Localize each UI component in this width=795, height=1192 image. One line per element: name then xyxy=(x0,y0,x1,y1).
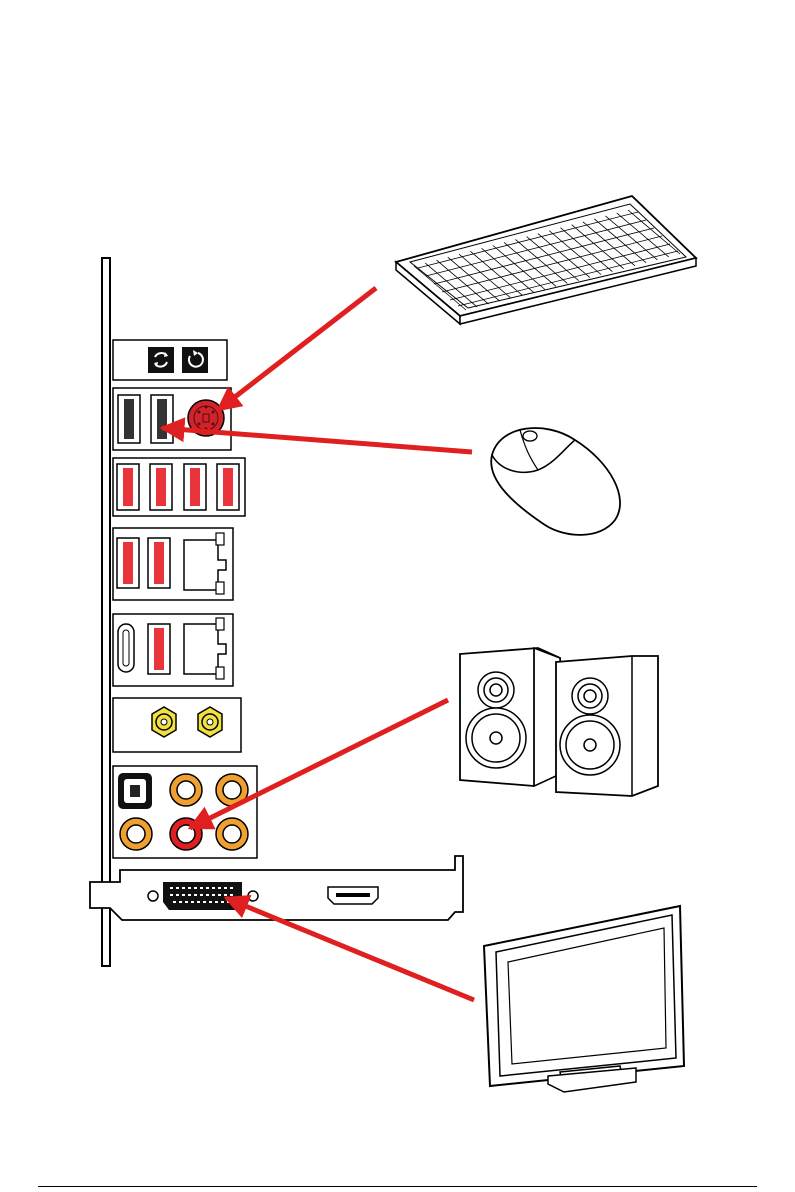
rj45-port[interactable] xyxy=(184,618,226,679)
usb-red-port[interactable] xyxy=(148,538,170,588)
rj45-port[interactable] xyxy=(184,533,226,594)
keyboard-arrow xyxy=(218,288,376,410)
audio-jack[interactable] xyxy=(120,818,152,850)
usb-red-port[interactable] xyxy=(184,464,206,510)
usb-row-block xyxy=(113,458,245,516)
usb-black-port[interactable] xyxy=(118,395,140,443)
refresh-icon[interactable] xyxy=(148,347,174,373)
usb-red-port[interactable] xyxy=(117,538,139,588)
usbc-lan-block xyxy=(113,614,233,686)
optical-spdif-port[interactable] xyxy=(118,773,152,809)
antenna-connector[interactable] xyxy=(198,707,222,737)
keyboard-icon xyxy=(396,196,696,324)
graphics-card-bracket xyxy=(90,856,463,920)
antenna-connector[interactable] xyxy=(152,707,176,737)
usb-red-port[interactable] xyxy=(117,464,139,510)
antenna-block xyxy=(113,698,241,752)
monitor-icon xyxy=(484,906,684,1092)
usb-red-port[interactable] xyxy=(217,464,239,510)
usb-black-port[interactable] xyxy=(151,395,173,443)
usb-ps2-block xyxy=(113,388,231,450)
audio-jack[interactable] xyxy=(170,774,202,806)
usb-red-port[interactable] xyxy=(148,624,170,674)
speakers-icon xyxy=(460,648,658,796)
audio-block xyxy=(113,766,257,858)
io-shield xyxy=(102,258,110,966)
audio-jack[interactable] xyxy=(216,818,248,850)
mouse-icon xyxy=(491,428,620,535)
hdmi-port[interactable] xyxy=(328,887,378,904)
usb-red-port[interactable] xyxy=(150,464,172,510)
bios-buttons-block xyxy=(113,340,227,380)
footer-rule xyxy=(38,1186,757,1187)
usb-c-port[interactable] xyxy=(118,624,134,672)
usb-lan-block xyxy=(113,528,233,600)
rotate-icon[interactable] xyxy=(182,347,208,373)
